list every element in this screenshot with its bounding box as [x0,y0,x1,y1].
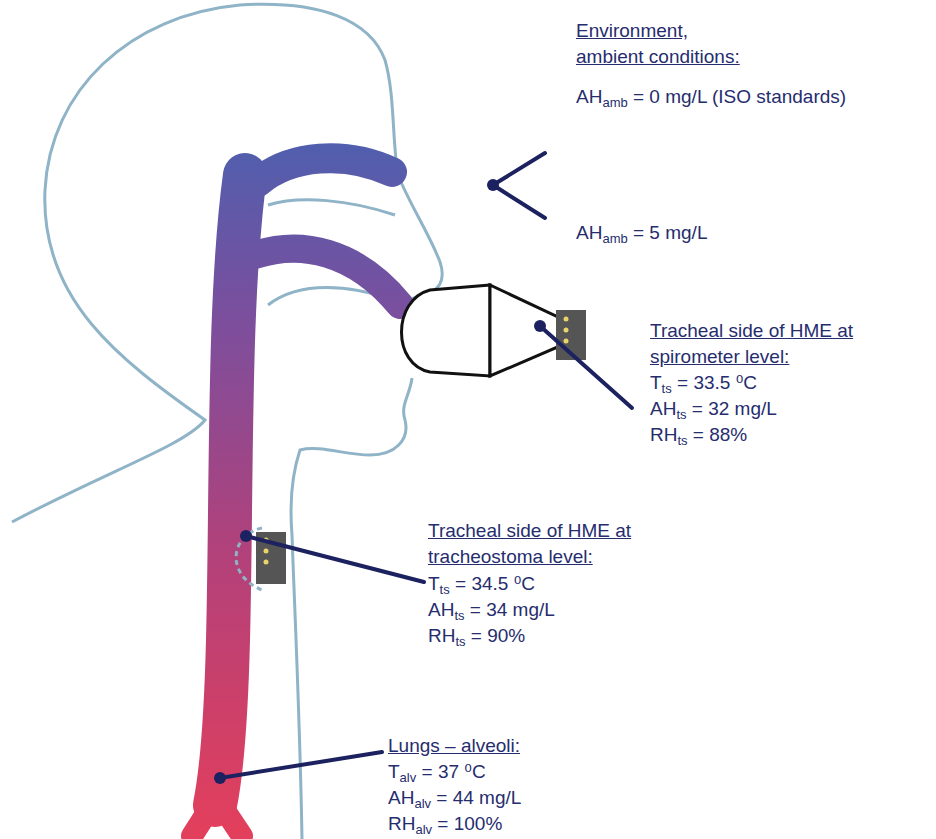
value-text: AHts = 32 mg/L [650,396,777,422]
palate-line [268,200,395,215]
value-text: AHamb = 5 mg/L [576,220,707,246]
heading: Tracheal side of HME at spirometer level… [650,318,925,370]
value-text: RHts = 88% [650,422,747,448]
value-text: Tts = 34.5 ⁰C [428,571,535,597]
value-text: Talv = 37 ⁰C [388,759,486,785]
value-text: Tts = 33.5 ⁰C [650,370,757,396]
head-outline [12,4,442,839]
leader-dots [214,179,546,784]
value-text: AHalv = 44 mg/L [388,785,521,811]
leader-lines [220,153,632,778]
value-text: RHalv = 100% [388,811,502,837]
value-text: AHamb = 0 mg/L (ISO standards) [576,84,846,110]
heading: Environment, ambient conditions: [576,18,756,70]
value-text: RHts = 90% [428,623,525,649]
heading: Tracheal side of HME at tracheostoma lev… [428,518,703,570]
hme-device [402,285,561,376]
heading: Lungs – alveoli: [388,733,520,759]
value-text: AHts = 34 mg/L [428,597,555,623]
airway [192,158,400,836]
